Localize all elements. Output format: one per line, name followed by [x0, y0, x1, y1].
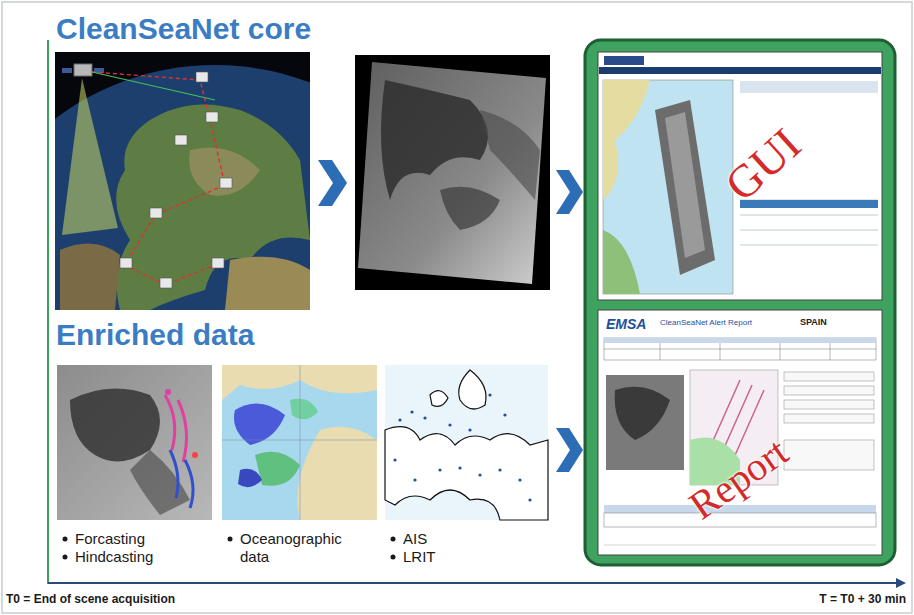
time-label: T0 = End of scene acquisition	[6, 592, 175, 606]
stamp-text: GUI	[715, 117, 811, 211]
ais-map	[385, 365, 548, 520]
flow-chevron	[318, 160, 347, 206]
gui-screenshot	[598, 52, 882, 300]
flow-chevron	[556, 428, 583, 472]
section-heading: Enriched data	[56, 318, 254, 352]
bullet-item: Oceanographic data	[240, 530, 358, 566]
bullet-item: LRIT	[403, 548, 436, 566]
time-axis	[47, 40, 49, 584]
section-heading: CleanSeaNet core	[56, 12, 311, 46]
logo-text: EMSA	[606, 316, 646, 332]
sar-image	[355, 55, 550, 290]
report-node: Report	[598, 310, 882, 555]
bullet-item: AIS	[403, 530, 427, 548]
bullet-item: Hindcasting	[75, 548, 153, 566]
gui-node: GUI	[598, 52, 882, 300]
slick-drift-image	[57, 365, 212, 520]
report-country: SPAIN	[800, 317, 827, 327]
oceanographic-map	[222, 365, 377, 520]
bullet-item: Forcasting	[75, 530, 145, 548]
arrow-head	[896, 578, 906, 588]
output-panel	[585, 40, 895, 565]
report-title: CleanSeaNet Alert Report	[660, 318, 752, 327]
report-screenshot	[598, 310, 882, 555]
flow-chevron	[556, 170, 583, 214]
timeline-arrow	[48, 582, 898, 584]
stamp-text: Report	[680, 428, 796, 529]
time-label: T = T0 + 30 min	[819, 592, 906, 606]
globe-image	[55, 52, 310, 310]
